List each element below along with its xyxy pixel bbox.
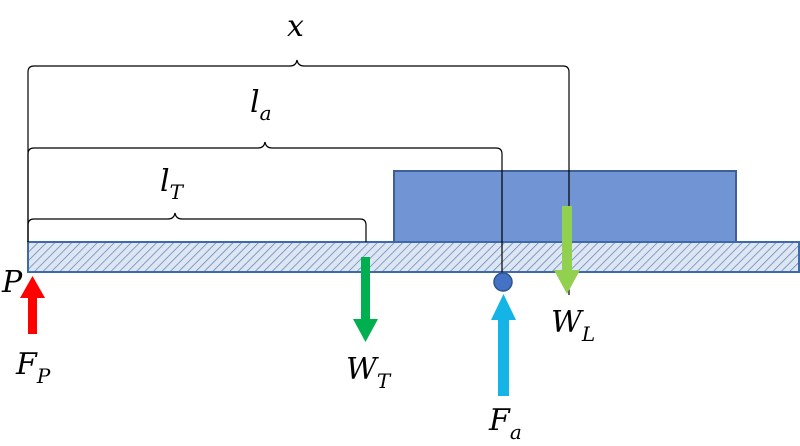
label-f-p: FP bbox=[15, 347, 51, 388]
force-arrow-f-a bbox=[491, 294, 516, 396]
weight-arrow-w-t bbox=[353, 257, 378, 342]
label-w-l: WL bbox=[551, 305, 595, 346]
weight-arrow-w-l bbox=[554, 206, 580, 294]
force-arrow-f-p bbox=[20, 276, 45, 334]
bracket-l-t bbox=[27, 212, 367, 242]
label-l-a: la bbox=[250, 85, 272, 125]
label-x: x bbox=[287, 9, 304, 44]
label-p: P bbox=[1, 265, 23, 300]
bracket-l-a bbox=[27, 141, 503, 277]
label-l-t: lT bbox=[160, 164, 185, 204]
label-f-a: Fa bbox=[488, 403, 522, 444]
label-w-t: WT bbox=[346, 352, 392, 393]
bracket-x bbox=[27, 59, 570, 295]
beam bbox=[27, 241, 800, 273]
pivot-point bbox=[493, 272, 513, 292]
